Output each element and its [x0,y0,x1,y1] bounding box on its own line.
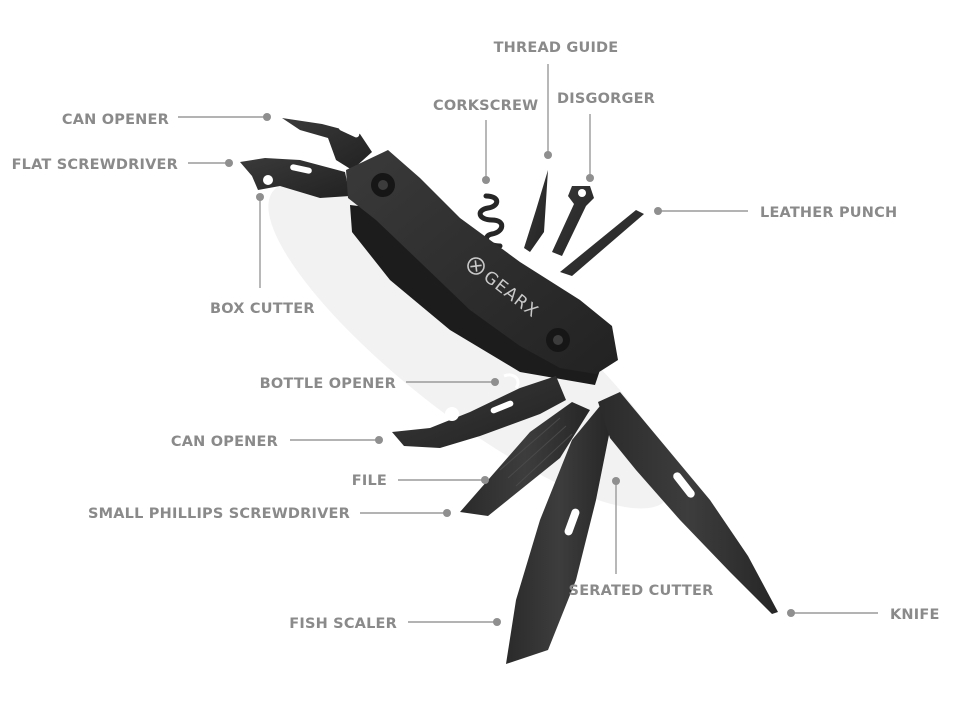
callout-bottle-opener-dot [491,378,499,386]
callout-small-phillips-screwdriver-dot [443,509,451,517]
callout-bottle-opener-label: BOTTLE OPENER [260,376,396,392]
callout-flat-screwdriver-dot [225,159,233,167]
callout-can-opener-bottom-dot [375,436,383,444]
callout-thread-guide-dot [544,151,552,159]
callout-disgorger-label: DISGORGER [557,91,655,107]
flat-screwdriver-tool [240,158,350,198]
callout-bottle-opener: BOTTLE OPENER [260,376,499,392]
callout-leather-punch-dot [654,207,662,215]
knife-tool [598,392,778,614]
file-tool [460,402,590,516]
callouts: THREAD GUIDE CORKSCREW DISGORGER CAN OPE… [12,40,940,632]
callout-serated-cutter-dot [612,477,620,485]
callout-leather-punch-label: LEATHER PUNCH [760,205,897,221]
callout-fish-scaler-dot [493,618,501,626]
callout-can-opener-top-label: CAN OPENER [62,112,169,128]
can-opener-bottom-tool [392,373,566,448]
can-opener-top-tool [282,118,372,170]
callout-box-cutter: BOX CUTTER [210,193,315,317]
callout-thread-guide-label: THREAD GUIDE [494,40,619,56]
thread-guide-tool [524,170,548,252]
disgorger-tool [552,186,594,256]
multitool-illustration: GEARX [240,118,778,664]
callout-corkscrew-label: CORKSCREW [433,98,538,114]
callout-fish-scaler-label: FISH SCALER [289,616,397,632]
callout-thread-guide: THREAD GUIDE [494,40,619,159]
callout-can-opener-bottom: CAN OPENER [171,434,383,450]
leather-punch-tool [560,210,644,276]
brand-logo-icon [467,257,485,275]
callout-file: FILE [352,473,489,489]
callout-file-label: FILE [352,473,387,489]
callout-flat-screwdriver: FLAT SCREWDRIVER [12,157,233,173]
callout-can-opener-bottom-label: CAN OPENER [171,434,278,450]
callout-leather-punch: LEATHER PUNCH [654,205,897,221]
tool-handle: GEARX [346,150,618,374]
callout-box-cutter-dot [256,193,264,201]
callout-knife: KNIFE [787,607,940,623]
callout-serated-cutter-label: SERATED CUTTER [569,583,714,599]
callout-knife-dot [787,609,795,617]
callout-can-opener-top: CAN OPENER [62,112,271,128]
corkscrew-tool [477,193,505,249]
callout-can-opener-top-dot [263,113,271,121]
callout-small-phillips-screwdriver: SMALL PHILLIPS SCREWDRIVER [88,506,451,522]
callout-disgorger: DISGORGER [557,91,655,182]
callout-fish-scaler: FISH SCALER [289,616,501,632]
callout-knife-label: KNIFE [890,607,940,623]
callout-corkscrew-dot [482,176,490,184]
callout-disgorger-dot [586,174,594,182]
callout-corkscrew: CORKSCREW [433,98,538,184]
callout-file-dot [481,476,489,484]
callout-box-cutter-label: BOX CUTTER [210,301,315,317]
callout-small-phillips-screwdriver-label: SMALL PHILLIPS SCREWDRIVER [88,506,350,522]
callout-flat-screwdriver-label: FLAT SCREWDRIVER [12,157,178,173]
callout-serated-cutter: SERATED CUTTER [569,477,714,599]
fish-scaler-tool [506,406,612,664]
tool-shadow [268,181,672,509]
